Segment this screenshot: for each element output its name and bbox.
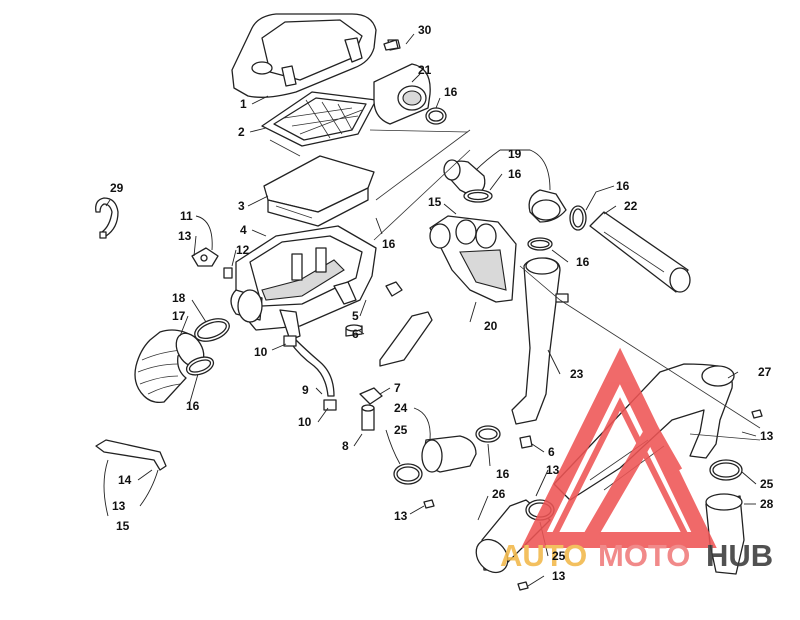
callout-label: 22 <box>624 199 638 213</box>
callout-label: 7 <box>394 381 401 395</box>
callout-label: 13 <box>112 499 126 513</box>
callout-label: 23 <box>570 367 584 381</box>
hose-clamp-part <box>194 318 230 342</box>
callout-label: 9 <box>302 383 309 397</box>
drain-hose-part <box>283 335 337 411</box>
hose-clamp-part <box>527 237 553 251</box>
callout-label: 18 <box>172 291 186 305</box>
callout-label: 17 <box>172 309 186 323</box>
callout-label: 10 <box>298 415 312 429</box>
hose-clamp-part <box>475 425 501 443</box>
assembly-guides <box>269 129 761 441</box>
callout-label: 19 <box>508 147 522 161</box>
intake-tube-part <box>589 211 691 293</box>
callout-label: 16 <box>382 237 396 251</box>
callout-label: 13 <box>394 509 408 523</box>
callout-labels: 30 21 16 1 2 19 16 3 29 15 16 22 11 4 16… <box>110 23 774 583</box>
callout-label: 3 <box>238 199 245 213</box>
callout-label: 6 <box>352 327 359 341</box>
mounting-plate-part <box>191 247 233 279</box>
callout-label: 16 <box>616 179 630 193</box>
air-filter-part <box>263 155 375 227</box>
callout-label: 13 <box>546 463 560 477</box>
callout-label: 12 <box>236 243 250 257</box>
callout-label: 5 <box>352 309 359 323</box>
callout-label: 4 <box>240 223 247 237</box>
airbox-base-part <box>230 225 377 341</box>
screw-part <box>383 39 399 51</box>
valve-part <box>359 387 383 431</box>
hose-clamp-part <box>569 205 587 231</box>
callout-label: 30 <box>418 23 432 37</box>
bracket-part <box>95 439 167 471</box>
filter-sleeve-part <box>373 63 431 125</box>
watermark-text-moto: MOTO <box>598 538 690 573</box>
bracket-part <box>379 311 433 367</box>
elbow-duct-part <box>705 493 745 575</box>
callout-label: 16 <box>496 467 510 481</box>
screw-part <box>385 281 403 297</box>
callout-label: 15 <box>428 195 442 209</box>
intake-manifold-part <box>429 215 517 303</box>
grommet-part <box>345 324 363 337</box>
callout-label: 13 <box>760 429 774 443</box>
long-duct-part <box>511 257 569 425</box>
callout-label: 13 <box>552 569 566 583</box>
callout-label: 16 <box>576 255 590 269</box>
watermark-text-auto: AUTO <box>500 538 587 573</box>
callout-label: 6 <box>548 445 555 459</box>
callout-label: 25 <box>760 477 774 491</box>
clip-ring-part <box>95 197 119 239</box>
elbow-duct-part <box>528 189 567 223</box>
watermark-logo <box>521 347 717 548</box>
filter-grid-part <box>261 91 377 147</box>
callout-label: 25 <box>552 549 566 563</box>
reducer-part <box>421 435 477 473</box>
automotohub-watermark: AUTO MOTO HUB <box>500 347 773 573</box>
screw-part <box>423 409 763 591</box>
callout-label: 8 <box>342 439 349 453</box>
callout-label: 25 <box>394 423 408 437</box>
callout-label: 16 <box>444 85 458 99</box>
hose-clamp-part <box>425 107 447 125</box>
callout-label: 28 <box>760 497 774 511</box>
callout-label: 13 <box>178 229 192 243</box>
callout-label: 2 <box>238 125 245 139</box>
callout-label: 14 <box>118 473 132 487</box>
watermark-text-hub: HUB <box>706 538 773 573</box>
callout-label: 29 <box>110 181 124 195</box>
callout-label: 21 <box>418 63 432 77</box>
callout-label: 15 <box>116 519 130 533</box>
callout-label: 27 <box>758 365 772 379</box>
callout-label: 24 <box>394 401 408 415</box>
callout-label: 20 <box>484 319 498 333</box>
hose-clamp-part <box>393 463 423 485</box>
callout-label: 10 <box>254 345 268 359</box>
grommet-part <box>519 435 533 449</box>
callout-label: 16 <box>508 167 522 181</box>
callout-label: 26 <box>492 487 506 501</box>
hose-clamp-part <box>185 356 215 376</box>
callout-label: 1 <box>240 97 247 111</box>
hose-clamp-part <box>709 459 743 481</box>
airbox-cover-part <box>231 13 401 98</box>
callout-label: 11 <box>180 209 193 223</box>
callout-label: 16 <box>186 399 200 413</box>
parts-layer <box>95 13 763 591</box>
hose-clamp-part <box>463 189 493 203</box>
